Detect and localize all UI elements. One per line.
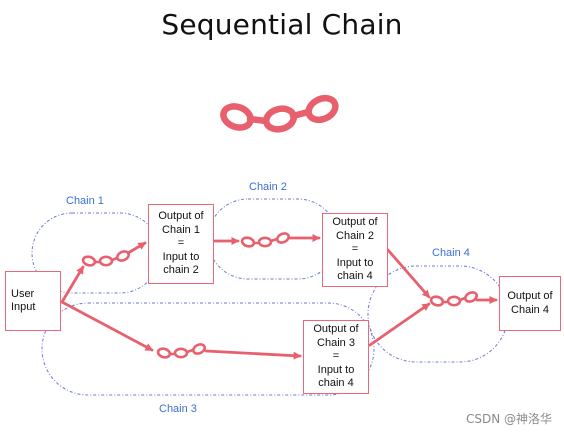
- watermark: CSDN @神洛华: [465, 412, 552, 426]
- chain-3-label: Chain 3: [159, 403, 197, 415]
- chain-3-region: [41, 302, 375, 396]
- arrow-user-to-chain3: [60, 300, 154, 352]
- chain-4-region: [367, 265, 509, 363]
- chain-1-link-icon: [81, 250, 131, 267]
- chain-3-link-icon: [156, 343, 207, 359]
- chain-1-label: Chain 1: [66, 195, 104, 207]
- output-chain-4-box: Output of Chain 4: [499, 276, 561, 331]
- chain-link-icon: [220, 94, 339, 133]
- chain-2-link-icon: [240, 232, 291, 248]
- arrow-output3-to-chain4: [368, 302, 431, 347]
- output-chain-1-box: Output of Chain 1 = Input to chain 2: [148, 204, 214, 284]
- output-chain-2-box: Output of Chain 2 = Input to chain 4: [322, 213, 388, 287]
- output-chain-3-box: Output of Chain 3 = Input to chain 4: [303, 320, 369, 394]
- arrow-chain1-to-output1: [126, 241, 147, 255]
- chain-4-label: Chain 4: [432, 247, 470, 259]
- page-title: Sequential Chain: [161, 8, 403, 41]
- arrow-user-to-chain1: [60, 265, 85, 304]
- arrow-chain3-to-output3: [204, 349, 302, 360]
- user-input-box: User Input: [5, 271, 61, 331]
- arrow-output2-to-chain4: [386, 248, 431, 299]
- chain-4-link-icon: [429, 291, 479, 307]
- chain-2-label: Chain 2: [249, 181, 287, 193]
- chain-1-region: [31, 212, 161, 294]
